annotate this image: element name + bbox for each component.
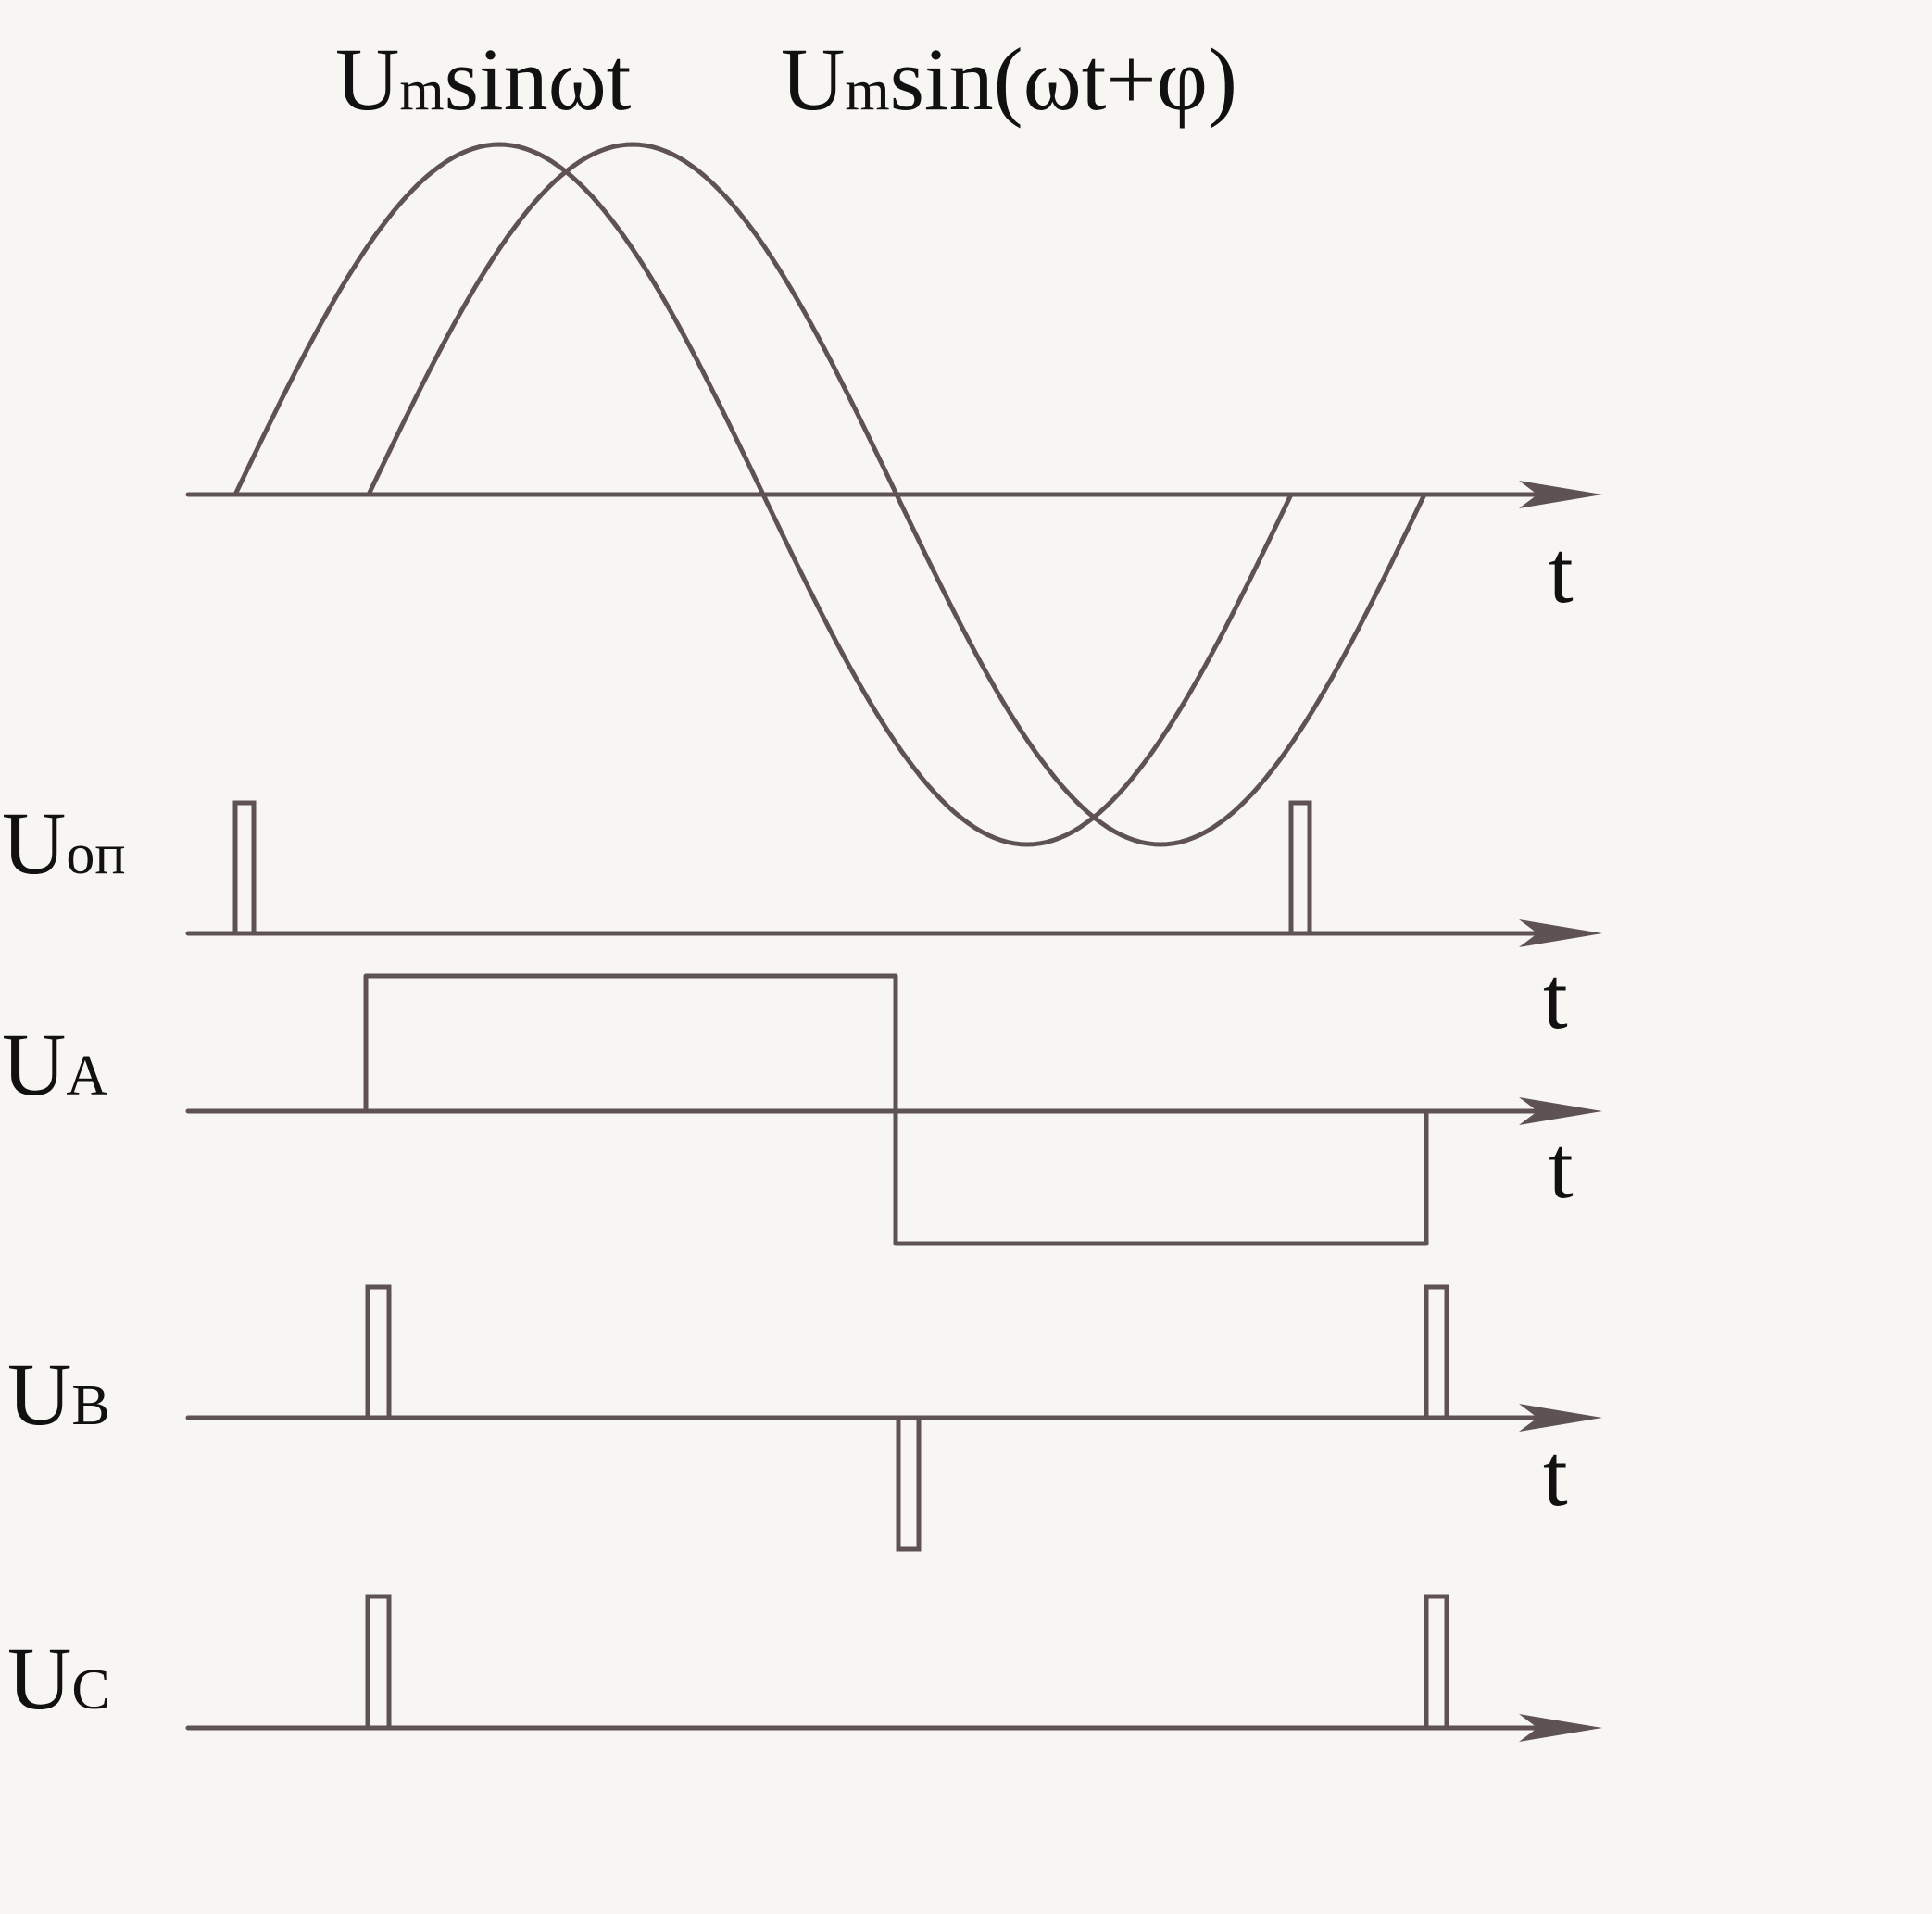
ua-axis-arrowhead (1519, 1097, 1602, 1125)
ua-label: UA (2, 1015, 107, 1114)
sine-axis-t-label: t (1549, 522, 1574, 621)
channel-uc: UC (7, 1594, 1602, 1742)
ub-pulse-3 (1424, 1284, 1449, 1420)
ub-pulse-2-negative (896, 1415, 922, 1552)
label-umsin-wt-phi: Umsin(ωt+φ) (781, 30, 1237, 129)
label-umsin-wt-phi-sub: m (845, 59, 889, 122)
uop-axis-arrowhead (1519, 919, 1602, 947)
uc-label: UC (7, 1629, 110, 1728)
uop-label-sub: оп (66, 823, 125, 886)
sine-wave-umsin-wt (232, 142, 1294, 847)
label-umsin-wt-rest: sinωt (445, 30, 632, 129)
ub-axis-t-label: t (1543, 1425, 1568, 1524)
ub-label-sub: B (71, 1374, 109, 1437)
label-umsin-wt-phi-main: U (781, 30, 845, 129)
uop-label-main: U (2, 794, 66, 893)
uc-pulse-1 (365, 1594, 392, 1731)
sine-axis: t (185, 481, 1602, 621)
uop-axis-t-label: t (1543, 948, 1568, 1047)
uc-label-main: U (7, 1629, 71, 1728)
uop-pulse-2 (1288, 800, 1312, 936)
label-umsin-wt: Umsinωt (335, 30, 632, 129)
ua-axis-t-label: t (1549, 1118, 1574, 1217)
ua-square-wave (363, 973, 1429, 1246)
sine-axis-arrowhead (1519, 481, 1602, 508)
sine-wave-umsin-wt-phi (366, 142, 1427, 847)
uc-axis-arrowhead (1519, 1714, 1602, 1742)
ub-axis-arrowhead (1519, 1404, 1602, 1432)
channel-ua: UA t (2, 973, 1602, 1246)
label-umsin-wt-sub: m (399, 59, 444, 122)
channel-ub: UB t (7, 1284, 1602, 1552)
uop-pulse-1 (232, 800, 257, 936)
uc-label-sub: C (71, 1658, 109, 1721)
channel-uop: Uоп t (2, 794, 1602, 1047)
ua-label-sub: A (66, 1045, 107, 1107)
uc-pulse-2 (1424, 1594, 1449, 1731)
ub-label: UB (7, 1345, 110, 1444)
uop-label: Uоп (2, 794, 126, 893)
label-umsin-wt-main: U (335, 30, 399, 129)
label-umsin-wt-phi-rest: sin(ωt+φ) (890, 30, 1237, 129)
ua-label-main: U (2, 1015, 66, 1114)
ub-label-main: U (7, 1345, 71, 1444)
ub-pulse-1 (365, 1284, 392, 1420)
